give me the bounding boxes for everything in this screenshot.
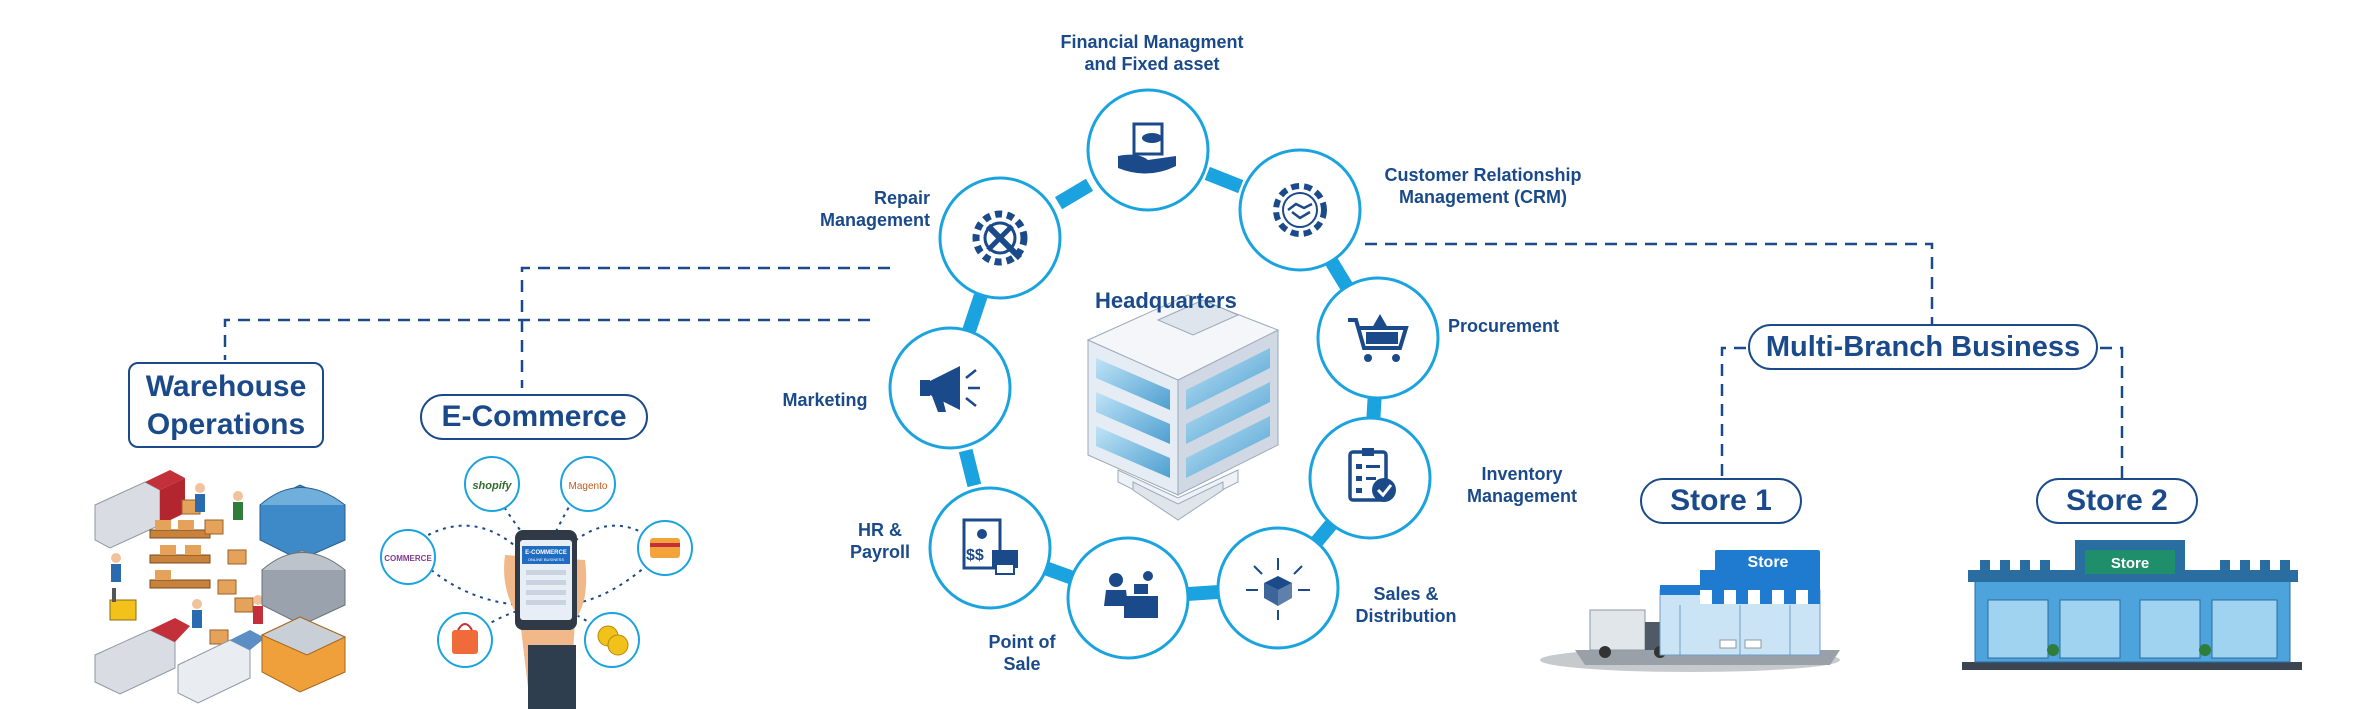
- gear-wrench-icon: [972, 210, 1028, 266]
- ring-segment: [962, 293, 988, 333]
- store-1-illustration: Store: [1540, 550, 1840, 672]
- label-line: Customer Relationship: [1384, 165, 1582, 185]
- label-marketing: Marketing: [770, 390, 880, 412]
- module-pos: [1066, 536, 1190, 660]
- label-line: Distribution: [1355, 605, 1457, 626]
- label-hr: HR & Payroll: [830, 520, 930, 563]
- module-hr: $$: [928, 486, 1052, 610]
- module-financial: [1086, 88, 1210, 212]
- label-procurement: Procurement: [1448, 316, 1578, 338]
- magento-logo-icon: Magento: [569, 481, 608, 492]
- box-line: Warehouse: [145, 370, 307, 403]
- headquarters-building-icon: [1086, 294, 1280, 521]
- shopify-logo-icon: shopify: [472, 480, 512, 492]
- connector-lines: [223, 242, 2124, 478]
- store-2-sign: Store: [2111, 555, 2149, 572]
- warehouse-operations-box: Warehouse Operations: [128, 362, 324, 448]
- box-arrows-icon: [1246, 558, 1310, 620]
- handshake-gear-icon: [1273, 183, 1327, 237]
- label-line: Point of: [988, 632, 1056, 652]
- ring-segment: [1054, 178, 1094, 210]
- label-line: Management: [1466, 485, 1578, 506]
- headquarters-title: Headquarters: [1095, 288, 1237, 313]
- ring-segment: [958, 448, 982, 488]
- woocommerce-logo-icon: COMMERCE: [384, 554, 432, 563]
- warehouse-illustration: [94, 470, 347, 704]
- module-marketing: [888, 326, 1012, 450]
- label-line: Management: [819, 209, 930, 230]
- store-1-sign: Store: [1748, 554, 1789, 571]
- ring-segment: [1204, 166, 1244, 194]
- module-ring: $$: [888, 88, 1440, 660]
- label-sales: Sales & Distribution: [1346, 584, 1466, 627]
- label-line: Procurement: [1448, 316, 1560, 336]
- label-line: Repair: [873, 188, 930, 208]
- ecommerce-illustration: shopify Magento COMMERCE E-COMMERCE ONLI…: [380, 456, 693, 709]
- label-line: Sale: [1003, 653, 1041, 674]
- hand-document-icon: [1118, 122, 1176, 174]
- clipboard-check-icon: [1348, 448, 1396, 502]
- phone-screen-subtitle: ONLINE BUSINESS: [528, 557, 565, 562]
- label-financial: Financial Managment and Fixed asset: [1032, 32, 1272, 75]
- store-2-illustration: Store: [1962, 540, 2302, 670]
- multi-branch-pill: Multi-Branch Business: [1748, 324, 2098, 370]
- module-repair: [938, 176, 1062, 300]
- label-crm: Customer Relationship Management (CRM): [1368, 165, 1598, 208]
- box-line: Operations: [146, 408, 306, 441]
- label-repair: Repair Management: [800, 188, 930, 231]
- label-line: Management (CRM): [1398, 186, 1567, 207]
- megaphone-icon: [920, 366, 980, 412]
- ring-segment: [1039, 560, 1079, 586]
- shopping-cart-icon: [1348, 314, 1409, 362]
- module-procurement: [1316, 276, 1440, 400]
- label-inventory: Inventory Management: [1452, 464, 1592, 507]
- ring-segment: [1323, 254, 1355, 294]
- payslip-printer-icon: $$: [962, 518, 1018, 575]
- label-line: Inventory: [1481, 464, 1563, 484]
- phone-screen-title: E-COMMERCE: [525, 550, 567, 556]
- label-pos: Point of Sale: [972, 632, 1072, 675]
- ecommerce-pill: E-Commerce: [420, 394, 648, 440]
- svg-text:$$: $$: [966, 547, 984, 564]
- label-line: Marketing: [782, 390, 868, 410]
- label-line: Sales &: [1373, 584, 1439, 604]
- module-crm: [1238, 148, 1362, 272]
- cashier-icon: [1104, 571, 1158, 618]
- store-2-pill: Store 2: [2036, 478, 2198, 524]
- label-line: Payroll: [849, 541, 911, 562]
- label-line: HR &: [858, 520, 902, 540]
- label-line: Financial Managment: [1060, 32, 1244, 52]
- module-inventory: [1308, 416, 1432, 540]
- ring-segment: [1184, 584, 1222, 602]
- module-sales: [1216, 526, 1340, 650]
- ring-segments: [958, 166, 1383, 602]
- label-line: and Fixed asset: [1084, 53, 1220, 74]
- store-1-pill: Store 1: [1640, 478, 1802, 524]
